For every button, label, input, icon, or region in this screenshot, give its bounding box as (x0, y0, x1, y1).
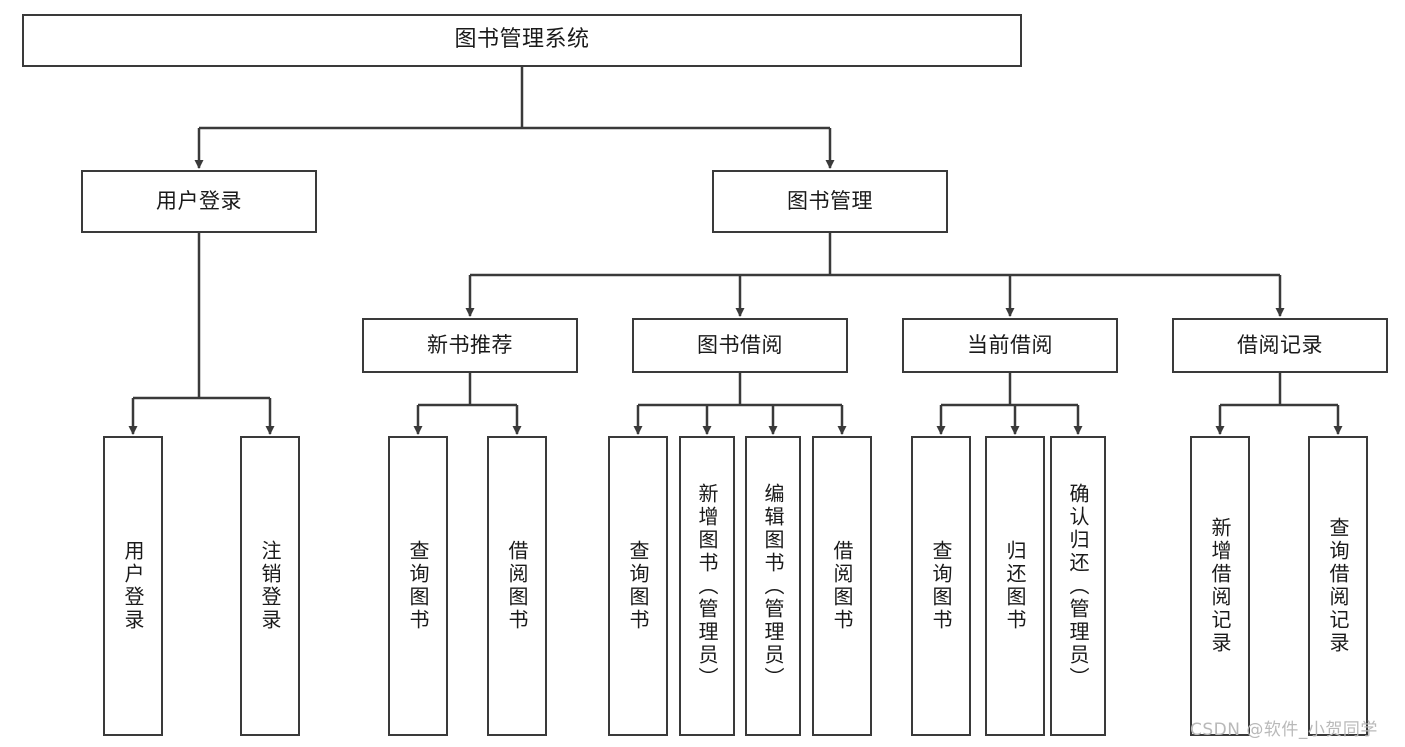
node-leaf_4[interactable]: 查询图书 (608, 436, 668, 736)
node-label: 用户登录 (121, 540, 145, 632)
node-label: 图书管理系统 (454, 27, 590, 53)
node-label: 查询图书 (406, 540, 430, 632)
node-leaf_3[interactable]: 借阅图书 (487, 436, 547, 736)
node-l2_1[interactable]: 图书借阅 (632, 318, 848, 373)
node-label: 借阅记录 (1237, 332, 1323, 357)
node-leaf_8[interactable]: 查询图书 (911, 436, 971, 736)
node-label: 新增借阅记录 (1208, 517, 1232, 655)
node-leaf_12[interactable]: 查询借阅记录 (1308, 436, 1368, 736)
node-label: 借阅图书 (505, 540, 529, 632)
node-leaf_9[interactable]: 归还图书 (985, 436, 1045, 736)
node-label: 新增图书（管理员） (695, 482, 719, 690)
node-label: 注销登录 (258, 540, 282, 632)
node-label: 编辑图书（管理员） (761, 482, 785, 690)
node-label: 当前借阅 (967, 332, 1053, 357)
node-label: 借阅图书 (830, 540, 854, 632)
node-l1_0[interactable]: 用户登录 (81, 170, 317, 233)
node-root[interactable]: 图书管理系统 (22, 14, 1022, 67)
node-label: 用户登录 (156, 188, 242, 213)
node-leaf_0[interactable]: 用户登录 (103, 436, 163, 736)
node-leaf_10[interactable]: 确认归还（管理员） (1050, 436, 1106, 736)
csdn-watermark: CSDN @软件_小贺同学 (1190, 720, 1378, 740)
node-leaf_5[interactable]: 新增图书（管理员） (679, 436, 735, 736)
node-label: 新书推荐 (427, 332, 513, 357)
node-leaf_11[interactable]: 新增借阅记录 (1190, 436, 1250, 736)
node-l2_2[interactable]: 当前借阅 (902, 318, 1118, 373)
node-label: 查询图书 (929, 540, 953, 632)
node-label: 查询借阅记录 (1326, 517, 1350, 655)
node-leaf_2[interactable]: 查询图书 (388, 436, 448, 736)
node-leaf_6[interactable]: 编辑图书（管理员） (745, 436, 801, 736)
node-label: 图书借阅 (697, 332, 783, 357)
node-l1_1[interactable]: 图书管理 (712, 170, 948, 233)
node-label: 归还图书 (1003, 540, 1027, 632)
node-label: 查询图书 (626, 540, 650, 632)
node-l2_3[interactable]: 借阅记录 (1172, 318, 1388, 373)
node-leaf_7[interactable]: 借阅图书 (812, 436, 872, 736)
node-l2_0[interactable]: 新书推荐 (362, 318, 578, 373)
connector-paths (128, 67, 1343, 435)
node-leaf_1[interactable]: 注销登录 (240, 436, 300, 736)
node-label: 图书管理 (787, 188, 873, 213)
node-label: 确认归还（管理员） (1066, 482, 1090, 690)
